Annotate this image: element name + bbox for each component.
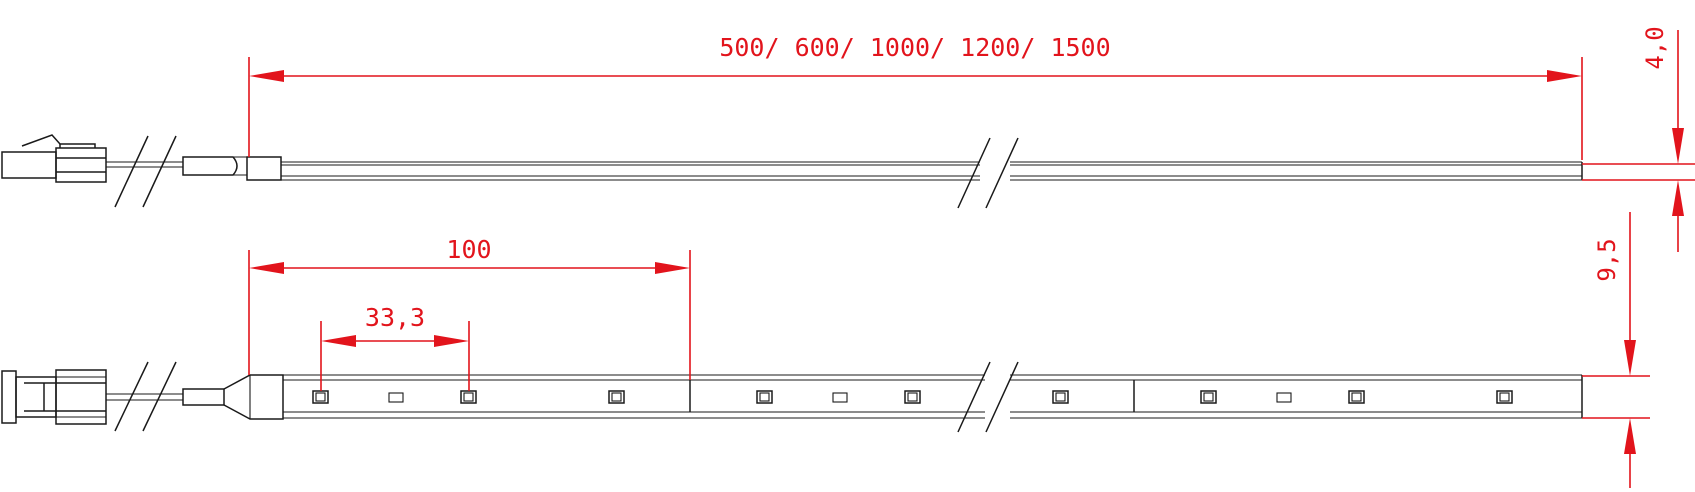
led-chip <box>1496 390 1513 404</box>
bottom-strip-body <box>283 361 1583 433</box>
resistor <box>832 392 848 403</box>
strip-lengths-label: 500/ 600/ 1000/ 1200/ 1500 <box>719 33 1110 62</box>
top-connector-plug <box>1 134 107 183</box>
bottom-cable <box>106 361 225 432</box>
led-chip <box>1348 390 1365 404</box>
bottom-end-cap <box>223 374 284 420</box>
led-chip <box>608 390 625 404</box>
led-chip <box>904 390 921 404</box>
bottom-height-label: 9,5 <box>1593 238 1621 281</box>
led-chip <box>460 390 477 404</box>
dimension-top-height: 4,0 <box>1582 26 1695 252</box>
led-chip <box>756 390 773 404</box>
bottom-strip-assembly <box>1 361 1583 433</box>
dimension-segment-length: 100 <box>248 235 691 380</box>
top-end-cap <box>182 156 282 181</box>
bottom-connector-plug <box>1 369 107 425</box>
dimension-bottom-height: 9,5 <box>1582 212 1650 488</box>
led-chip <box>1200 390 1217 404</box>
led-chip <box>312 390 329 404</box>
top-height-label: 4,0 <box>1641 26 1669 69</box>
led-chip <box>1052 390 1069 404</box>
resistor <box>1276 392 1292 403</box>
led-chips <box>312 390 1513 404</box>
segment-length-label: 100 <box>446 235 491 264</box>
dimension-strip-lengths: 500/ 600/ 1000/ 1200/ 1500 <box>248 33 1583 160</box>
top-cable <box>106 135 183 208</box>
resistor <box>388 392 404 403</box>
top-strip-body <box>281 137 1583 209</box>
dimension-led-pitch: 33,3 <box>320 303 470 391</box>
led-pitch-label: 33,3 <box>365 303 425 332</box>
top-strip-assembly <box>1 134 1583 209</box>
